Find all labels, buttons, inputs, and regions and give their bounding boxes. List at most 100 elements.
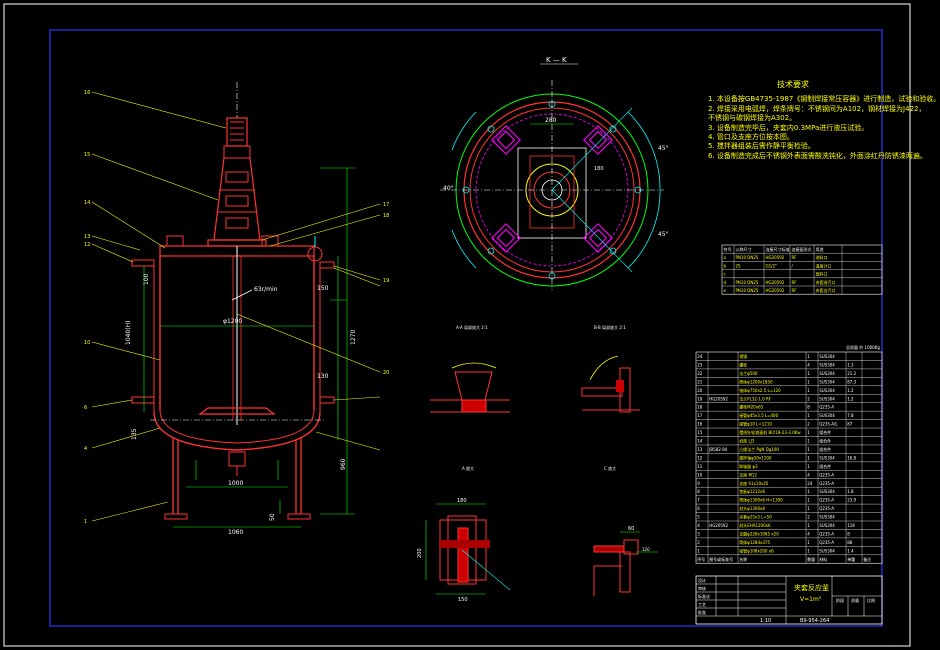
part-cell: SUS304 [819, 523, 835, 528]
dim-1060: 1060 [228, 529, 243, 536]
impeller [198, 407, 276, 415]
part-cell: 1.3 [847, 362, 854, 367]
inner-frame [49, 29, 883, 627]
part-cell: 组合件 [819, 429, 831, 435]
part-cell: 名称 [739, 556, 747, 562]
part-cell: 垫板φ1212x6 [739, 488, 765, 494]
dim-960: 960 [340, 458, 347, 470]
part-cell: 组合件 [819, 438, 831, 444]
nozzle-cell: PN10 DN25 [736, 280, 759, 285]
part-cell: Q235-A [819, 405, 834, 410]
part-cell: 单重 [847, 556, 855, 562]
part-cell: SUS304 [819, 489, 835, 494]
part-cell: JB582-84 [708, 447, 728, 452]
part-cell: 1 [807, 455, 810, 460]
part-cell: 1 [807, 540, 810, 545]
detail-c: C 放大 60 120 [593, 465, 658, 596]
svg-text:工艺: 工艺 [698, 602, 706, 607]
part-cell: 4 [697, 523, 700, 528]
dim-height-h: 1040(H) [125, 321, 132, 345]
part-cell: 凸缘法兰 PgN Dg100 [739, 446, 779, 452]
part-cell: 10 [697, 472, 703, 477]
part-cell: SUS304 [819, 455, 835, 460]
svg-text:1: 1 [84, 519, 87, 525]
svg-text:质量: 质量 [851, 597, 859, 603]
nozzle-cell: a [724, 255, 727, 260]
part-cell: 1 [807, 506, 810, 511]
part-cell: 12 [697, 455, 703, 460]
reducer [223, 145, 251, 159]
part-cell: 联轴器 φ3 [739, 463, 758, 469]
dim-1000: 1000 [228, 480, 243, 487]
nozzle-cell: PN10 DN25 [736, 255, 759, 260]
nozzle-cell: G1/2" [766, 263, 778, 268]
svg-text:标准化: 标准化 [698, 593, 710, 599]
part-cell: Q235-A [819, 481, 834, 486]
nozzle-cell: 放料口 [816, 271, 828, 277]
part-cell: 组合件 [819, 463, 831, 469]
part-cell: 2 [807, 396, 810, 401]
svg-text:A-A 局部放大 2:1: A-A 局部放大 2:1 [456, 324, 488, 330]
part-cell: 摆线针轮减速机 BLY18-23-3.0Kw [739, 429, 801, 435]
part-cell: 1.4 [847, 548, 854, 553]
part-cell: 22 [697, 371, 703, 376]
part-cell: 1 [807, 371, 810, 376]
nozzle-cell: e [724, 288, 727, 293]
dim-150: 150 [317, 285, 329, 292]
svg-text:A 放大: A 放大 [462, 465, 474, 471]
part-cell: 支座 h1x10x25 [739, 480, 769, 486]
nozzle-cell: HG20592 [766, 280, 785, 285]
part-cell: 17 [697, 413, 703, 418]
drawing-title: 夹套反应釜 [794, 583, 829, 592]
part-cell: 4 [807, 531, 810, 536]
part-cell: 21.2 [847, 371, 856, 376]
part-cell: 1 [807, 447, 810, 452]
part-cell: 筒体φ1284x375 [739, 539, 770, 545]
part-cell: 1 [807, 379, 810, 384]
part-cell: 接管φ45x3.5 L=400 [739, 412, 778, 418]
note-line: 1. 本设备按GB4735-1987《钢制焊接常压容器》进行制造，试验和验收。 [708, 95, 940, 104]
part-cell: 6 [697, 506, 700, 511]
angle-45-top: 45° [658, 145, 669, 152]
dim-135: 135 [131, 428, 138, 440]
svg-text:12: 12 [84, 242, 90, 248]
part-cell: 接管φ10 L=1210 [739, 421, 772, 427]
dim-200-detail: 200 [417, 548, 423, 558]
svg-text:审核: 审核 [698, 585, 706, 591]
part-cell: Q235-A [819, 531, 834, 536]
outer-frame [3, 3, 911, 647]
part-cell: 1 [807, 439, 810, 444]
part-cell: HG20592 [709, 396, 728, 401]
dim-130: 130 [317, 373, 329, 380]
svg-text:19: 19 [383, 278, 389, 284]
part-cell: 筒体φ1300x6 H=1300 [739, 497, 783, 503]
dim-120: 120 [642, 547, 650, 552]
nozzle-cell: 用途 [816, 246, 824, 252]
nozzle-cell: / [792, 263, 794, 268]
speed-label: 63r/min [254, 286, 278, 293]
part-cell: 87.3 [847, 379, 856, 384]
nozzle-cell: 温度计口 [816, 262, 832, 268]
nozzle-cell: RF [792, 280, 798, 285]
part-cell: 4 [807, 362, 810, 367]
part-cell: SUS304 [819, 388, 835, 393]
part-cell: SUS304 [819, 515, 835, 520]
inner-bottom-head [159, 409, 315, 444]
svg-text:C 放大: C 放大 [604, 465, 616, 471]
part-cell: 机架 LJ3 [739, 438, 755, 444]
part-cell: Q235-A/L [819, 422, 838, 427]
dim-60: 60 [628, 526, 634, 532]
part-cell: 19 [697, 396, 703, 401]
part-cell: 螺栓 [739, 361, 747, 367]
part-cell: 材料 [819, 556, 827, 562]
part-cell: 8 [807, 405, 810, 410]
dim-100: 100 [143, 273, 150, 285]
note-line: 3. 设备制造完毕后，夹套内0.3MPa进行液压试验。 [708, 123, 869, 132]
svg-text:比例: 比例 [867, 597, 875, 603]
part-cell: SUS304 [819, 354, 835, 359]
part-cell: 118 [847, 523, 855, 528]
part-cell: 2 [807, 515, 810, 520]
note-line: 2. 焊接采用电弧焊，焊条牌号：不锈钢间为A102，钢材焊接为J422， [708, 104, 926, 113]
vessel-elevation [131, 82, 335, 520]
part-cell: 7 [697, 498, 700, 503]
